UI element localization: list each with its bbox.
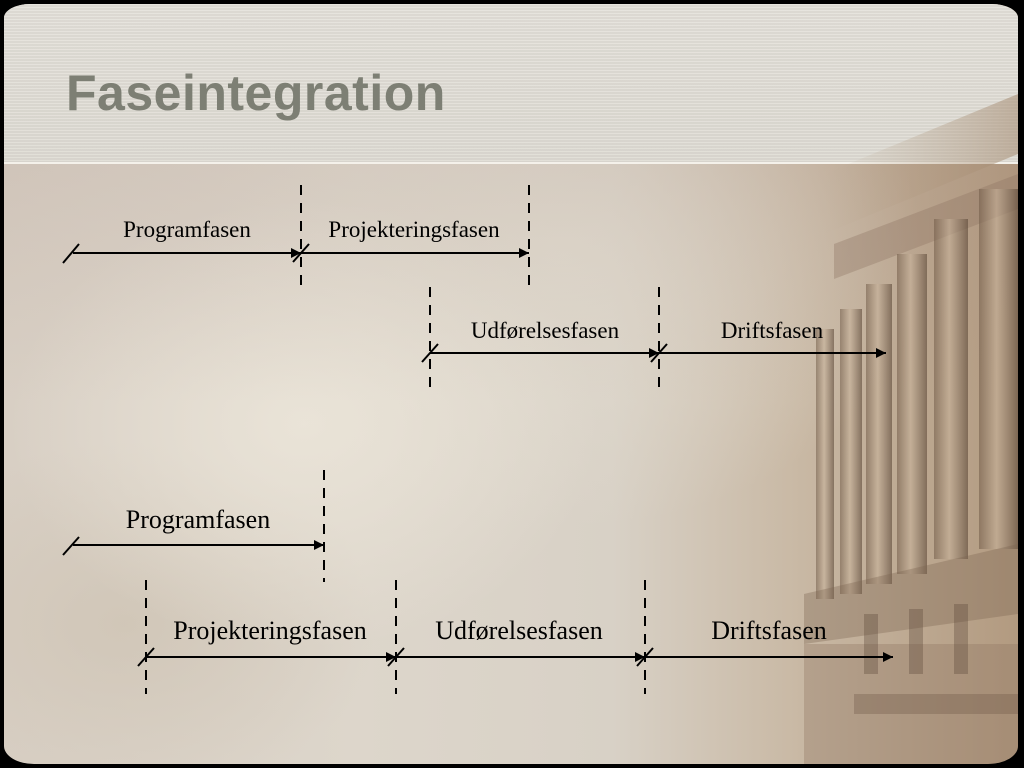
phase-label-seq-program: Programfasen bbox=[123, 217, 251, 242]
phase-label-seq-exec: Udførelsesfasen bbox=[471, 318, 620, 343]
building-columns-illustration bbox=[804, 94, 1018, 764]
slide-title: Faseintegration bbox=[66, 65, 446, 121]
phase-label-int-exec: Udførelsesfasen bbox=[435, 616, 603, 645]
title-band bbox=[4, 4, 1018, 162]
phase-label-seq-operation: Driftsfasen bbox=[721, 318, 824, 343]
start-tick-int-program bbox=[62, 536, 80, 556]
phase-label-int-project: Projekteringsfasen bbox=[173, 616, 367, 645]
slide-background: Faseintegration bbox=[4, 4, 1018, 764]
start-tick-seq-program bbox=[62, 243, 80, 264]
phase-label-int-program: Programfasen bbox=[126, 505, 270, 534]
title-divider bbox=[4, 162, 1018, 164]
phase-label-int-operation: Driftsfasen bbox=[711, 616, 827, 645]
phase-label-seq-project: Projekteringsfasen bbox=[328, 217, 500, 242]
